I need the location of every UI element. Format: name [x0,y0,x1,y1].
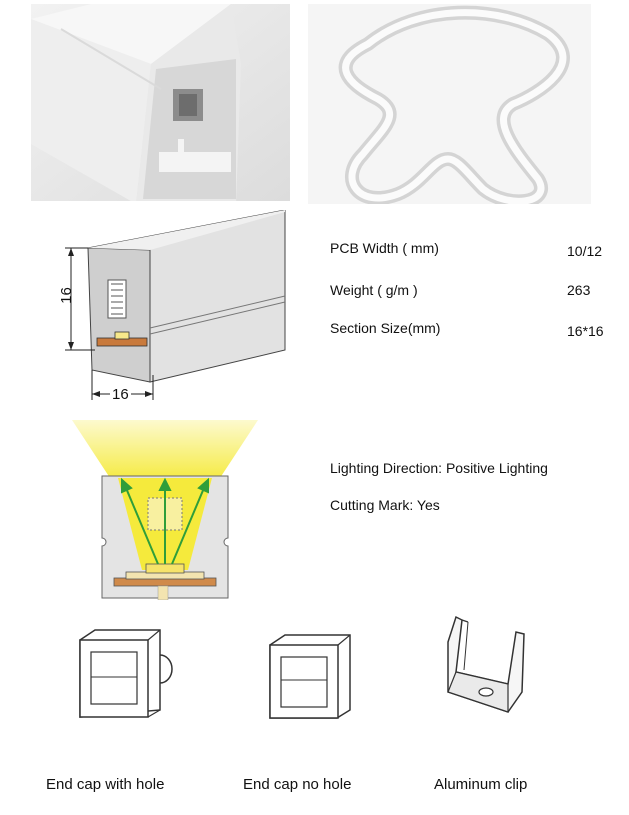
caption-end-cap-with-hole: End cap with hole [46,776,165,793]
spec-label-pcb-width: PCB Width ( mm) [330,240,439,256]
product-photo-profile [31,4,290,201]
caption-aluminum-clip: Aluminum clip [434,776,528,793]
lighting-direction-text: Lighting Direction: Positive Lighting [330,460,548,476]
spec-value-weight: 263 [567,282,591,298]
accessory-end-cap-with-hole [75,625,185,725]
cutting-mark-text: Cutting Mark: Yes [330,497,440,513]
accessory-aluminum-clip [438,612,538,727]
lighting-diagram [70,420,260,600]
spec-value-section-size: 16*16 [567,323,604,339]
spec-label-section-size: Section Size(mm) [330,320,441,336]
product-photo-bend [308,4,591,204]
spec-value-pcb-width: 10/12 [567,243,603,259]
spec-label-weight: Weight ( g/m ) [330,282,418,298]
dimension-drawing: 16 16 [55,210,290,410]
height-dimension-label: 16 [57,287,75,304]
accessory-end-cap-no-hole [265,630,360,725]
caption-end-cap-no-hole: End cap no hole [243,776,352,793]
width-dimension-label: 16 [110,386,131,403]
